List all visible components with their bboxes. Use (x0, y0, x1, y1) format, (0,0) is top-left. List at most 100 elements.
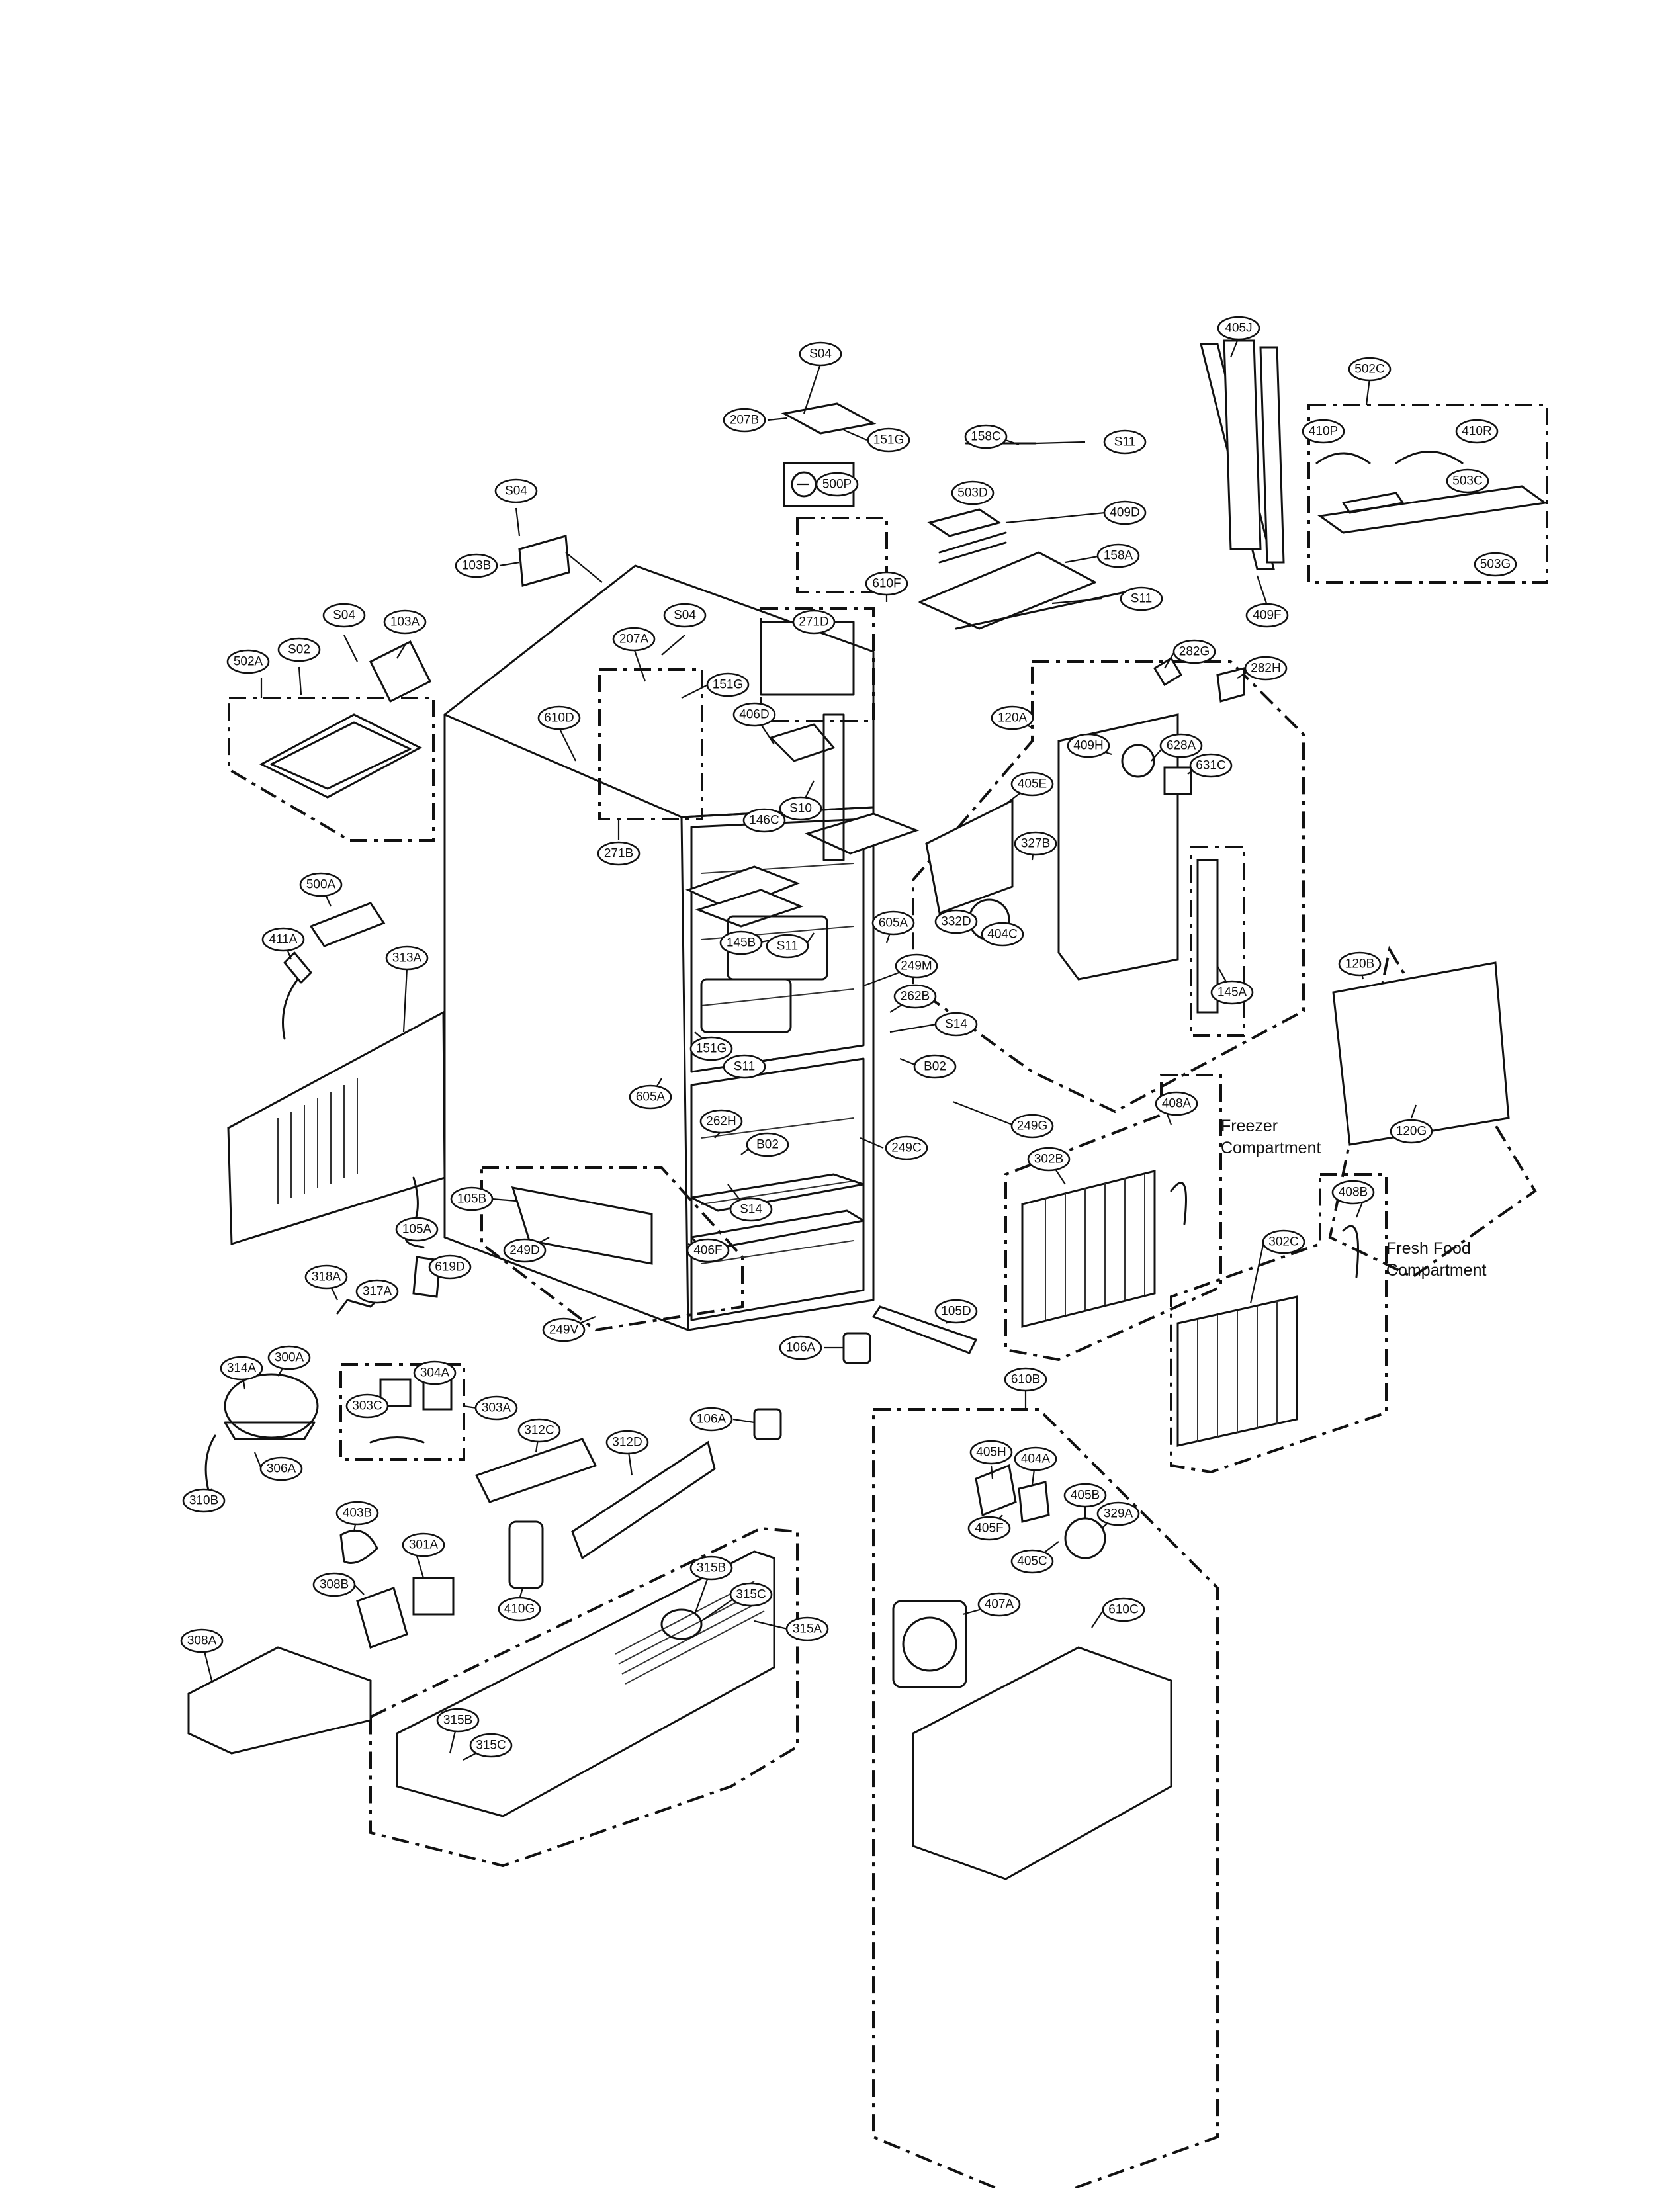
callout-106a-a: 106A (779, 1335, 822, 1360)
callout-text: 610D (544, 711, 574, 725)
callout-bubble (1014, 1446, 1057, 1471)
callout-bubble (469, 1733, 513, 1758)
callout-s10: S10 (779, 796, 822, 821)
callout-text: 303A (482, 1401, 511, 1415)
callout-bubble (779, 1335, 822, 1360)
callout-text: 308A (187, 1634, 217, 1648)
callout-text: 282G (1179, 645, 1210, 659)
callout-text: S04 (674, 609, 696, 623)
callout-text: 158C (971, 430, 1000, 444)
callout-bubble (1014, 831, 1057, 856)
callout-502a: 502A (226, 649, 270, 674)
callout-bubble (1010, 1549, 1054, 1574)
callout-text: 151G (873, 433, 904, 447)
callout-315c-b: 315C (469, 1733, 513, 1758)
callout-bubble (1010, 771, 1054, 797)
callout-text: 315C (736, 1588, 766, 1602)
callout-bubble (867, 427, 910, 453)
callout-409h: 409H (1067, 733, 1110, 758)
callout-bubble (259, 1456, 303, 1481)
callout-bubble (413, 1360, 457, 1385)
callout-405b: 405B (1063, 1483, 1107, 1508)
callout-207b: 207B (723, 408, 766, 433)
callout-text: 308B (320, 1578, 349, 1592)
callout-text: S02 (288, 643, 310, 657)
callout-502c: 502C (1348, 357, 1392, 382)
callout-text: 262B (901, 990, 930, 1004)
callout-text: 409H (1073, 739, 1103, 753)
callout-103a: 103A (383, 609, 427, 635)
callout-bubble (1446, 468, 1489, 494)
callout-bubble (977, 1592, 1021, 1617)
callout-145b: 145B (719, 930, 763, 955)
callout-text: 313A (392, 951, 422, 965)
callout-bubble (182, 1488, 226, 1513)
callout-bubble (474, 1395, 518, 1421)
callout-s04-103a: S04 (322, 603, 366, 628)
callout-bubble (895, 953, 938, 979)
callout-text: 405B (1071, 1489, 1100, 1503)
callout-text: 302C (1268, 1235, 1298, 1249)
callout-s04-207a: S04 (663, 603, 707, 628)
callout-text: 249C (891, 1141, 921, 1155)
callout-text: 106A (697, 1413, 727, 1426)
callout-b02-l: B02 (746, 1132, 789, 1157)
callout-bubble (1102, 1597, 1145, 1622)
callout-249v: 249V (542, 1317, 586, 1342)
callout-text: 105A (402, 1223, 432, 1237)
callout-bubble (1262, 1229, 1305, 1254)
callout-bubble (792, 609, 836, 635)
callout-301a: 301A (402, 1532, 445, 1557)
callout-text: 503C (1452, 474, 1482, 488)
callout-bubble (706, 672, 750, 697)
callout-s04-103b: S04 (494, 478, 538, 503)
callout-409f: 409F (1245, 603, 1289, 628)
callout-bubble (723, 1054, 766, 1079)
callout-bubble (1155, 1091, 1198, 1116)
callout-405e: 405E (1010, 771, 1054, 797)
callout-bubble (345, 1393, 389, 1419)
callout-text: 300A (275, 1351, 304, 1365)
callout-bubble (815, 472, 859, 497)
callout-text: 315B (697, 1561, 726, 1575)
callout-bubble (1348, 357, 1392, 382)
callout-306a: 306A (259, 1456, 303, 1481)
callout-bubble (494, 478, 538, 503)
callout-text: 282H (1251, 662, 1280, 676)
callout-315b-a: 315B (689, 1555, 733, 1581)
callout-bubble (322, 603, 366, 628)
callout-bubble (799, 341, 842, 367)
callout-bubble (732, 702, 776, 727)
callout-text: S14 (740, 1203, 762, 1217)
right-parts (892, 656, 1510, 1880)
callout-text: 405E (1018, 777, 1047, 791)
callout-bubble (991, 705, 1034, 730)
callout-text: 409F (1253, 609, 1281, 623)
callout-610b: 610B (1004, 1367, 1047, 1392)
callout-bubble (981, 922, 1024, 947)
callout-315b-b: 315B (436, 1708, 480, 1733)
callout-text: S11 (777, 940, 798, 953)
callout-text: 610B (1011, 1373, 1040, 1387)
callout-bubble (383, 609, 427, 635)
callout-120b: 120B (1338, 951, 1382, 977)
callout-bubble (1474, 552, 1517, 577)
callout-bubble (277, 637, 321, 662)
callout-text: 628A (1167, 739, 1196, 753)
callout-text: 500A (306, 878, 336, 892)
callout-312c: 312C (517, 1418, 561, 1443)
callout-text: 249G (1017, 1119, 1047, 1133)
callout-610f: 610F (865, 571, 908, 596)
callout-bubble (1096, 543, 1140, 568)
callout-b02-r: B02 (913, 1054, 957, 1079)
callout-628a: 628A (1159, 733, 1203, 758)
callout-text: 120G (1396, 1125, 1427, 1139)
callout-158a: 158A (1096, 543, 1140, 568)
callout-bubble (865, 571, 908, 596)
callout-bubble (1244, 656, 1288, 681)
callout-text: 105D (941, 1305, 971, 1319)
callout-text: 605A (636, 1090, 666, 1104)
callout-605a-r: 605A (871, 910, 915, 936)
callout-bubble (261, 927, 305, 952)
callout-text: 146C (749, 814, 779, 828)
